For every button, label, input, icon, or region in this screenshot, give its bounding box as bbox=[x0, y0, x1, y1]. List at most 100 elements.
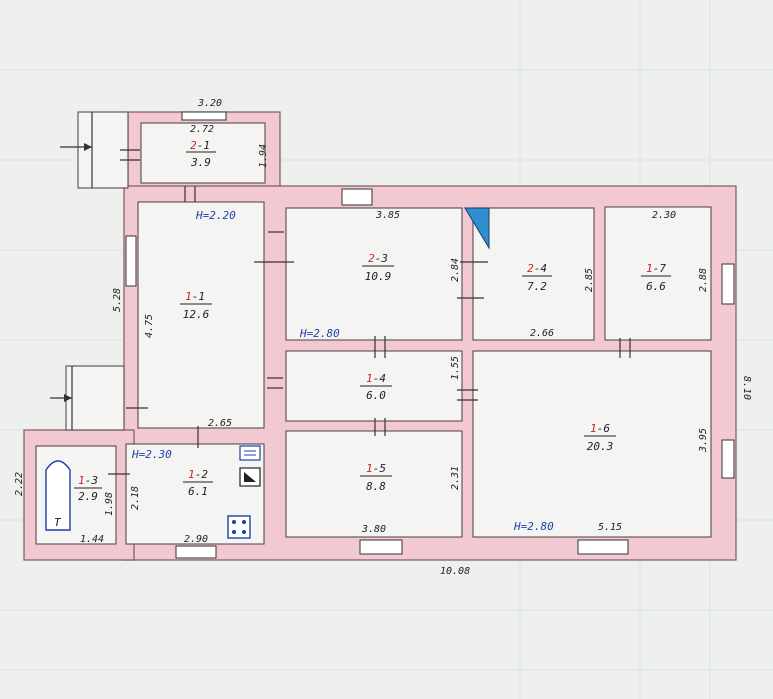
svg-text:1-6: 1-6 bbox=[590, 422, 610, 435]
room-1-7-area: 6.6 bbox=[646, 280, 666, 293]
room-1-5 bbox=[285, 430, 463, 538]
dim-label: 2.31 bbox=[450, 466, 461, 490]
entry-arrow-left bbox=[64, 394, 72, 402]
room-1-6-prefix: 1 bbox=[590, 422, 597, 435]
stair-icon bbox=[464, 207, 490, 250]
porch-top bbox=[77, 111, 129, 189]
room-1-7-prefix: 1 bbox=[646, 262, 653, 275]
room-1-1-area: 12.6 bbox=[183, 308, 210, 321]
room-1-6-area: 20.3 bbox=[587, 440, 614, 453]
dim-label: 4.75 bbox=[144, 314, 155, 338]
room-1-3-num: 3 bbox=[90, 474, 98, 487]
stove-icon bbox=[227, 515, 251, 539]
room-1-6 bbox=[472, 350, 712, 538]
dim-label: 2.90 bbox=[184, 534, 208, 545]
height-label: H=2.80 bbox=[299, 327, 340, 340]
room-2-4-num: 4 bbox=[540, 262, 547, 275]
ceiling-heights: H=2.20 H=2.80 H=2.30 H=2.80 bbox=[131, 209, 554, 533]
room-2-4 bbox=[472, 207, 595, 341]
svg-text:2-3: 2-3 bbox=[368, 252, 388, 265]
door-marks bbox=[108, 149, 631, 475]
dim-label: 3.20 bbox=[197, 98, 222, 109]
dim-label: 3.95 bbox=[698, 428, 709, 453]
room-1-1-num: 1 bbox=[198, 290, 205, 303]
room-2-3 bbox=[285, 207, 463, 341]
room-1-4-prefix: 1 bbox=[366, 372, 373, 385]
room-2-3-num: 3 bbox=[380, 252, 388, 265]
height-label: H=2.80 bbox=[513, 520, 554, 533]
dimensions: 3.20 2.72 1.94 3.85 2.84 2.85 2.30 2.88 … bbox=[14, 98, 752, 577]
boiler-symbol: T bbox=[54, 516, 62, 529]
room-1-2-num: 2 bbox=[201, 468, 208, 481]
windows bbox=[125, 111, 735, 559]
dim-label: 2.72 bbox=[190, 124, 214, 135]
svg-text:1-5: 1-5 bbox=[366, 462, 386, 475]
room-2-4-prefix: 2 bbox=[527, 262, 534, 275]
dim-label: 2.88 bbox=[698, 268, 709, 292]
room-1-6-num: 6 bbox=[603, 422, 610, 435]
dim-label: 1.94 bbox=[258, 144, 269, 168]
dim-label: 2.30 bbox=[652, 210, 676, 221]
sink-icon bbox=[239, 445, 261, 461]
window bbox=[359, 539, 403, 555]
dim-label: 8.10 bbox=[741, 376, 752, 400]
dim-label: 2.84 bbox=[450, 258, 461, 282]
dim-label: 2.22 bbox=[14, 472, 25, 496]
svg-text:2-4: 2-4 bbox=[527, 262, 547, 275]
room-1-4-num: 4 bbox=[379, 372, 386, 385]
window bbox=[181, 111, 227, 121]
dim-label: 5.15 bbox=[598, 522, 622, 533]
room-2-1-area: 3.9 bbox=[190, 156, 211, 169]
dim-label: 10.08 bbox=[440, 566, 470, 577]
bath-fixture: T bbox=[45, 460, 71, 531]
window bbox=[175, 545, 217, 559]
window bbox=[341, 188, 373, 206]
room-2-4-area: 7.2 bbox=[527, 280, 547, 293]
room-1-1 bbox=[137, 201, 265, 429]
entry-arrow-top bbox=[84, 143, 92, 151]
room-1-5-area: 8.8 bbox=[366, 480, 386, 493]
svg-text:1-3: 1-3 bbox=[78, 474, 98, 487]
window bbox=[577, 539, 629, 555]
svg-text:1-1: 1-1 bbox=[185, 290, 205, 303]
height-label: H=2.30 bbox=[131, 448, 172, 461]
room-2-1 bbox=[140, 122, 266, 184]
dim-label: 5.28 bbox=[112, 288, 123, 312]
window bbox=[721, 439, 735, 479]
room-1-5-num: 5 bbox=[379, 462, 386, 475]
bathtub-icon bbox=[45, 460, 71, 531]
window bbox=[721, 263, 735, 305]
room-1-3-prefix: 1 bbox=[78, 474, 85, 487]
room-1-1-prefix: 1 bbox=[185, 290, 192, 303]
rooms bbox=[35, 122, 712, 545]
room-1-5-prefix: 1 bbox=[366, 462, 373, 475]
room-2-1-num: 1 bbox=[203, 139, 210, 152]
window bbox=[125, 235, 137, 287]
room-2-1-prefix: 2 bbox=[190, 139, 197, 152]
porch-left bbox=[65, 365, 125, 431]
room-1-4-area: 6.0 bbox=[366, 389, 386, 402]
kitchen-appliances bbox=[227, 445, 261, 539]
room-1-7-num: 7 bbox=[659, 262, 666, 275]
height-label: H=2.20 bbox=[195, 209, 236, 222]
room-2-3-area: 10.9 bbox=[365, 270, 392, 283]
dim-label: 2.66 bbox=[530, 328, 554, 339]
svg-text:1-4: 1-4 bbox=[366, 372, 386, 385]
dim-label: 1.44 bbox=[80, 534, 104, 545]
svg-text:1-7: 1-7 bbox=[646, 262, 666, 275]
dim-label: 2.65 bbox=[208, 418, 232, 429]
room-1-2-area: 6.1 bbox=[188, 485, 208, 498]
svg-text:1-2: 1-2 bbox=[188, 468, 208, 481]
dim-label: 3.80 bbox=[361, 524, 386, 535]
room-2-3-prefix: 2 bbox=[368, 252, 375, 265]
dim-label: 1.55 bbox=[450, 356, 461, 380]
dim-label: 2.85 bbox=[584, 268, 595, 292]
room-labels: 2-1 3.9 1-1 12.6 2-3 10.9 2-4 7.2 1-7 6.… bbox=[74, 139, 671, 503]
room-1-2-prefix: 1 bbox=[188, 468, 195, 481]
dim-label: 3.85 bbox=[375, 210, 400, 221]
room-1-7 bbox=[604, 206, 712, 341]
svg-text:2-1: 2-1 bbox=[190, 139, 210, 152]
dim-label: 2.18 bbox=[130, 486, 141, 510]
room-1-3-area: 2.9 bbox=[78, 490, 98, 503]
